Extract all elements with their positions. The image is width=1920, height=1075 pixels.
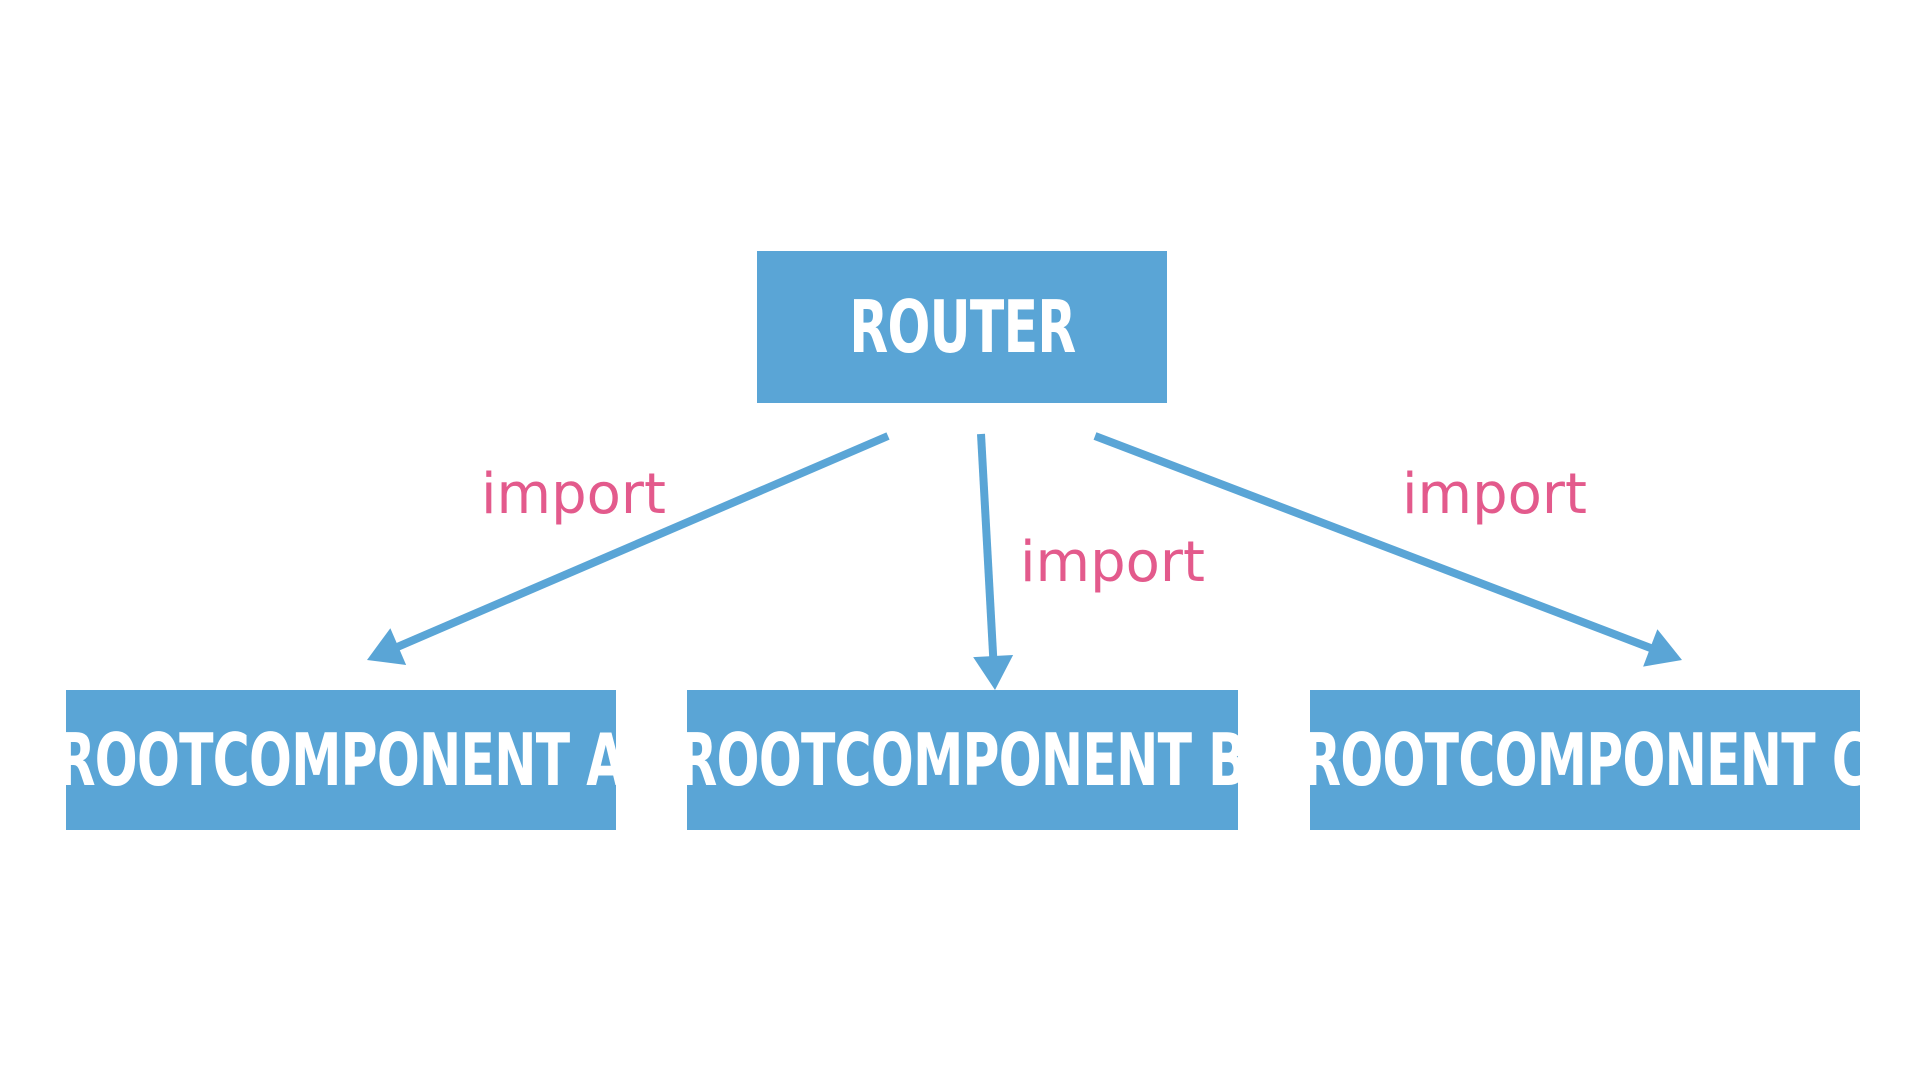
rootcomponent-a-node: ROOTCOMPONENT A — [66, 690, 616, 830]
arrows-layer — [367, 432, 1682, 690]
rootcomponent-a-label: ROOTCOMPONENT A — [66, 718, 616, 802]
arrow-router-to-a — [367, 432, 890, 665]
edge-label-router-to-c: import — [1402, 462, 1587, 527]
rootcomponent-b-label: ROOTCOMPONENT B — [687, 718, 1238, 802]
arrow-router-to-b — [973, 433, 1014, 690]
arrow-router-to-a-shaft — [392, 432, 890, 652]
arrow-router-to-a-head — [367, 628, 407, 665]
router-label: ROUTER — [848, 285, 1076, 369]
arrow-router-to-c-head — [1643, 629, 1682, 667]
arrow-router-to-c-shaft — [1093, 432, 1656, 654]
edge-label-router-to-a: import — [481, 462, 666, 527]
rootcomponent-b-node: ROOTCOMPONENT B — [687, 690, 1238, 830]
arrow-router-to-c — [1093, 432, 1682, 667]
arrow-router-to-b-shaft — [977, 433, 998, 661]
router-node: ROUTER — [757, 251, 1167, 403]
arrow-router-to-b-head — [973, 654, 1014, 690]
edge-label-router-to-b: import — [1020, 530, 1205, 595]
rootcomponent-c-node: ROOTCOMPONENT C — [1310, 690, 1860, 830]
rootcomponent-c-label: ROOTCOMPONENT C — [1310, 718, 1860, 802]
